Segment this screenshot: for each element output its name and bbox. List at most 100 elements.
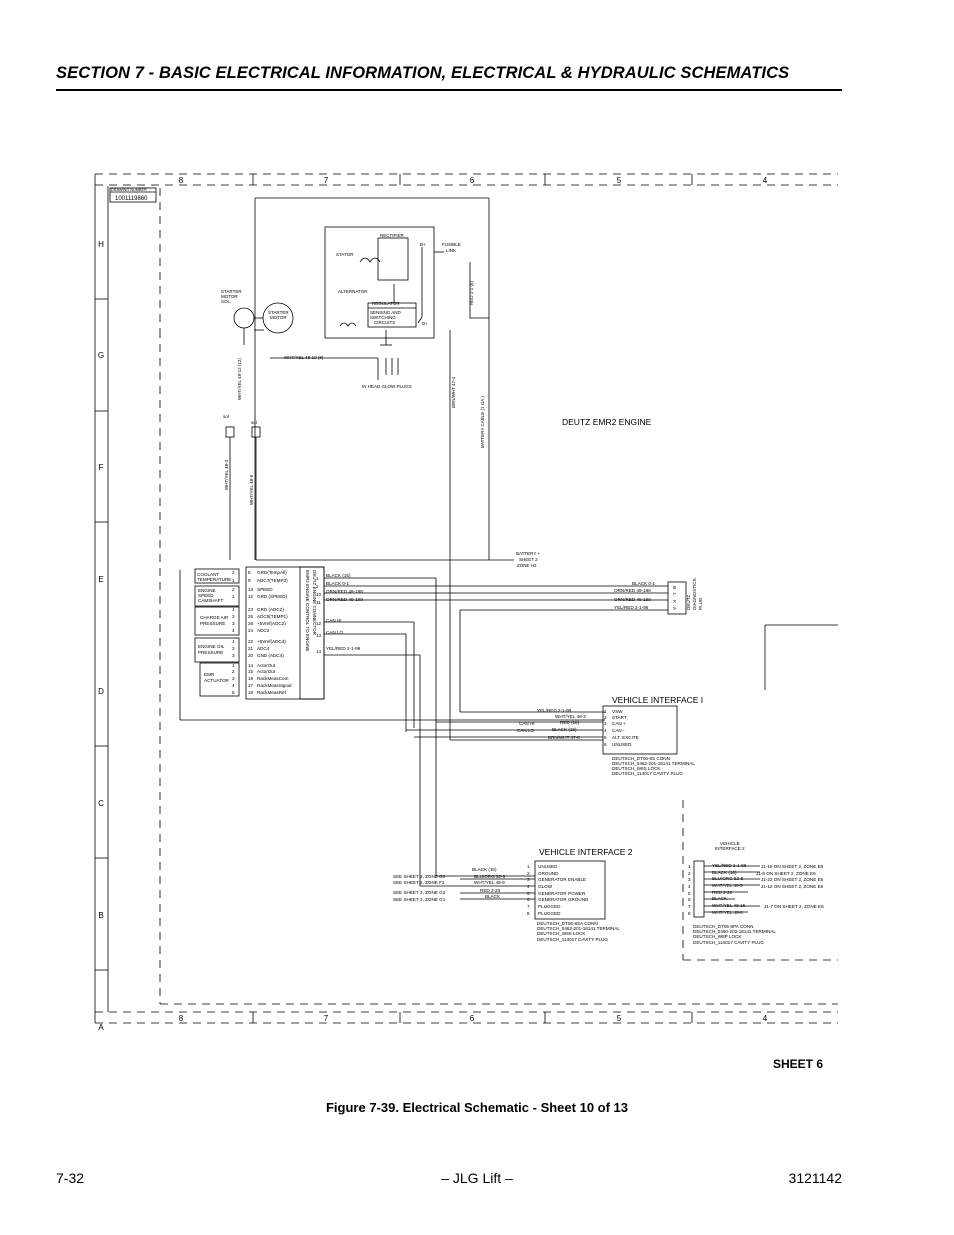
vi2-pin: 5 xyxy=(527,891,530,896)
emr-pin-number: 19 xyxy=(248,676,254,681)
sensor-speed-3: CAMSHAFT xyxy=(198,598,223,603)
vi2-note: DEUTSCH_0462-201-16141 TERMINAL xyxy=(537,926,620,931)
vi2-wire-4: BLACK xyxy=(485,894,501,899)
vi1-pin: 6 xyxy=(604,742,607,747)
sensor-pin-number: 1 xyxy=(232,663,235,668)
diag-label-3: PLUG xyxy=(698,597,703,610)
zone-column-top-4: 4 xyxy=(763,176,768,185)
vir-wire: WHT/YEL 48-9 xyxy=(712,883,743,888)
vi1-pin: 1 xyxy=(604,709,607,714)
sensor-oil-2: PRESSURE xyxy=(198,650,223,655)
vi1-note: DEUTSCH_0462-201-16141 TERMINAL xyxy=(612,761,695,766)
sensor-pin-number: 3 xyxy=(232,621,235,626)
vi2-ref-3: SEE SHEET 2, ZONE G1 xyxy=(393,897,446,902)
emr-right-pin: 1 xyxy=(316,576,319,581)
vi1-wire-4: BRN/WHT 47-8 xyxy=(548,735,580,740)
d-plus-label: D+ xyxy=(422,321,428,326)
emr-right-pin: 10 xyxy=(316,592,322,597)
emr-right-pin: 2 xyxy=(316,584,319,589)
sensor-speed-1: ENGINE xyxy=(198,588,216,593)
wire-label-red-1-1: RED 1-1 (8) xyxy=(469,280,474,305)
emr-pin-number: 9 xyxy=(248,578,251,583)
emr-right-wire: BLACK (16) xyxy=(326,573,351,578)
emr-pin-signal: +5Vref(ADC4) xyxy=(257,639,286,644)
vir-note: DEUTSCH_W8P LOCK xyxy=(693,934,742,939)
vi1-wire-3: BLACK (16) xyxy=(552,727,577,732)
vi2-signal: GENERATOR POWER xyxy=(538,891,586,896)
vi2-wire-1: BLU/ORG 52-5 xyxy=(474,874,506,879)
vi2-pin: 4 xyxy=(527,884,530,889)
vi1-signal: ALT. EXCITE xyxy=(612,735,639,740)
emr-pin-signal: +5Vref(ADC2) xyxy=(257,621,286,626)
vi2-pin: 2 xyxy=(527,871,530,876)
vir-pin: 8 xyxy=(688,911,691,916)
sensor-pin-number: 3 xyxy=(232,676,235,681)
vi1-wire-0: YEL/RED 2-1-99 xyxy=(537,708,572,713)
stator-label: STATOR xyxy=(336,252,354,257)
emr-pin-number: 24 xyxy=(248,628,254,633)
diag-pin-b: B xyxy=(672,586,677,589)
vi2-ref-0: SEE SHEET 2, ZONE G2 xyxy=(393,874,446,879)
vi1-signal: START xyxy=(612,715,627,720)
vir-pin: 7 xyxy=(688,904,691,909)
emr-pin-signal: ADC5(TEMP1) xyxy=(257,614,288,619)
vi1-signal: VSW xyxy=(612,709,623,714)
sensor-pin-number: 1 xyxy=(232,578,235,583)
sensor-coolant-1: COOLANT xyxy=(197,572,219,577)
sensor-charge-2: PRESSURE xyxy=(200,621,225,626)
battery-ref-3: ZONE H3 xyxy=(517,563,537,568)
emr-pin-number: 12 xyxy=(248,594,254,599)
diag-pin-l: L xyxy=(672,593,677,596)
vi2-signal: GLOW xyxy=(538,884,553,889)
sensor-pin-number: 1 xyxy=(232,594,235,599)
wire-label-wht-yel-48-3: WHT/YEL 48-3 xyxy=(224,459,229,490)
emr-pin-number: 21 xyxy=(248,646,254,651)
sensor-pin-number: 3 xyxy=(232,653,235,658)
vir-note: DEUTSCH_DT06-8PA CONN xyxy=(693,924,753,929)
diag-pin-a: A xyxy=(672,607,677,611)
engine-title: DEUTZ EMR2 ENGINE xyxy=(562,417,652,427)
starter-sol-label-3: SOL. xyxy=(221,299,231,304)
vir-pin: 3 xyxy=(688,877,691,882)
vi2-pin: 8 xyxy=(527,911,530,916)
emr-pin-signal: SPEED xyxy=(257,587,273,592)
zone-row-h: H xyxy=(98,240,104,249)
vi1-title: VEHICLE INTERFACE I xyxy=(612,695,703,705)
zone-row-c: C xyxy=(98,799,104,808)
zone-column-bottom-6: 6 xyxy=(470,1014,475,1023)
sensor-pin-number: 2 xyxy=(232,669,235,674)
emr-pin-number: 25 xyxy=(248,614,254,619)
emr-pin-signal: GND (ADC4) xyxy=(257,653,284,658)
sensor-pin-number: 4 xyxy=(232,683,235,688)
emr-right-wire: ORN/RED 49-199 xyxy=(326,597,363,602)
figure-caption: Figure 7-39. Electrical Schematic - Shee… xyxy=(325,1100,628,1115)
doc-number: 3121142 xyxy=(788,1170,842,1186)
section-title: SECTION 7 - BASIC ELECTRICAL INFORMATION… xyxy=(56,64,790,82)
sensor-pin-number: 2 xyxy=(232,570,235,575)
vi2-pin: 7 xyxy=(527,904,530,909)
starter-motor-label-2: MOTOR xyxy=(270,315,287,320)
vir-title-1: VEHICLE xyxy=(720,841,740,846)
vir-wire: BLU/ORG 52-5 xyxy=(712,876,744,881)
emr-right-pin: 12 xyxy=(316,621,322,626)
zone-column-top-8: 8 xyxy=(179,176,184,185)
regulator-label: REGULATOR xyxy=(372,301,400,306)
vir-wire: RED 2-20 xyxy=(712,890,733,895)
sensor-pin-number: 5 xyxy=(232,690,235,695)
vi2-pin: 1 xyxy=(527,864,530,869)
diag-wire-3: YEL/RED 2-1-98 xyxy=(614,605,649,610)
fusible-label-1: FUSIBLE xyxy=(442,242,461,247)
zone-row-a: A xyxy=(98,1023,104,1032)
emr-pin-number: 22 xyxy=(248,639,254,644)
vir-wire: WHT/YEL 48-15 xyxy=(712,903,746,908)
sensing-label-2: SWITCHING xyxy=(370,315,396,320)
starter-motor-label-1: STARTER xyxy=(268,310,289,315)
page-number: 7-32 xyxy=(56,1170,85,1186)
emr-pin-signal: ADC2 xyxy=(257,628,270,633)
diag-wire-1: ORN/RED 49-198 xyxy=(614,588,651,593)
zone-row-d: D xyxy=(98,687,104,696)
emr-pin-signal: ADC4 xyxy=(257,646,270,651)
fusible-label-2: LINK xyxy=(446,248,456,253)
battery-ref-1: BATTERY + xyxy=(516,551,541,556)
diag-label-2: DIAGNOSTICS xyxy=(692,578,697,610)
